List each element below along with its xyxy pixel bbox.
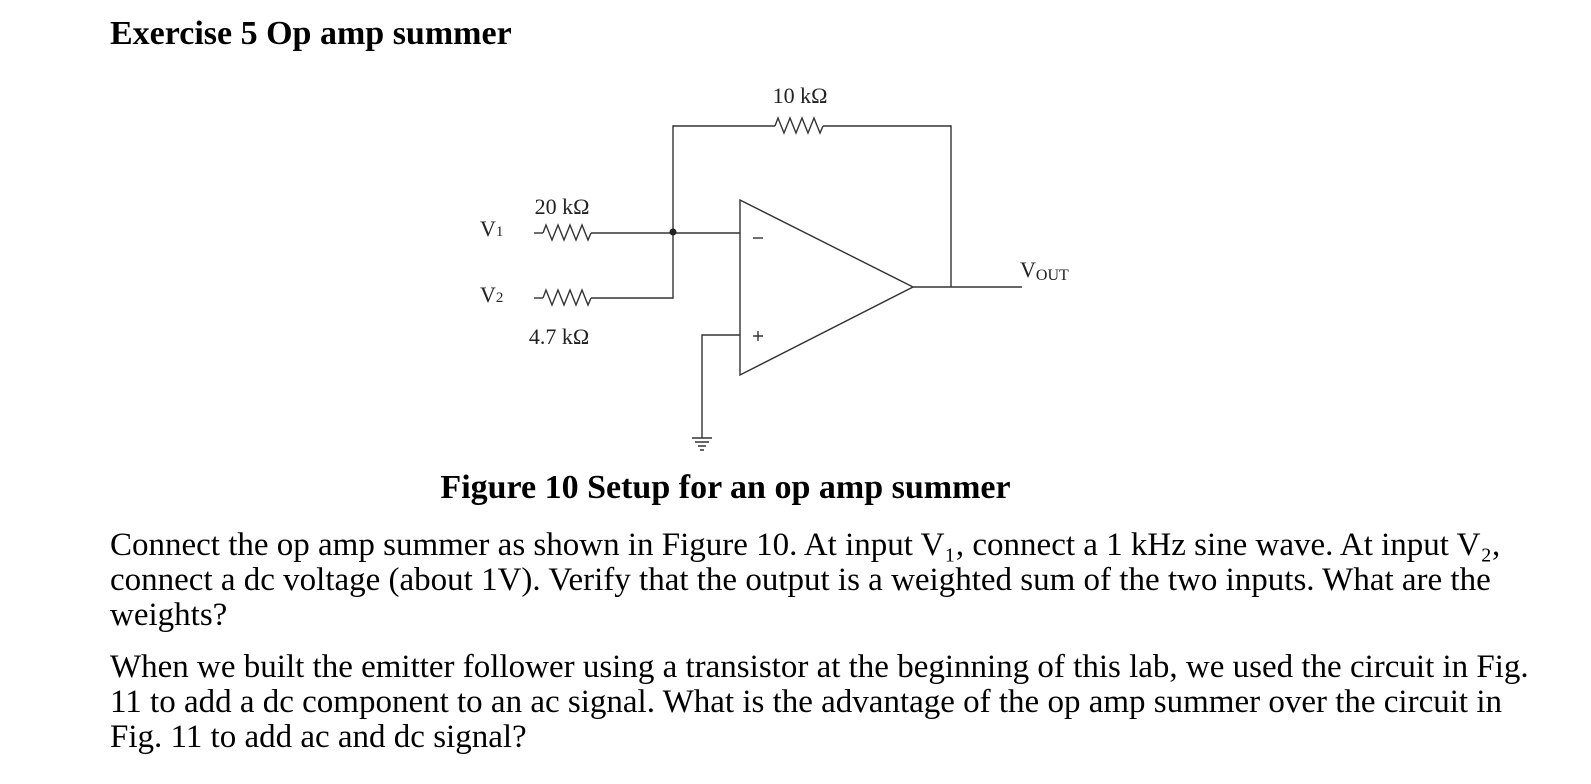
op-amp-summer-schematic: 10 kΩ 20 kΩ 4.7 kΩ V1 V2 VOUT: [480, 83, 1069, 451]
input2-resistor-symbol: [542, 288, 592, 307]
noninverting-input-mark: [753, 331, 763, 341]
input2-wire: [591, 232, 674, 299]
summing-junction-node: [669, 228, 677, 236]
feedback-resistor-label: 10 kΩ: [773, 83, 828, 108]
input1-resistor-label: 20 kΩ: [535, 194, 590, 219]
question-paragraph: When we built the emitter follower using…: [110, 649, 1529, 755]
feedback-resistor-symbol: [774, 116, 824, 135]
output-label: VOUT: [1020, 257, 1069, 284]
input1-resistor-symbol: [542, 223, 592, 242]
input2-resistor-label: 4.7 kΩ: [529, 324, 589, 349]
feedback-wire-right: [823, 125, 952, 287]
ground-wire: [701, 334, 740, 438]
feedback-wire-left: [672, 125, 775, 232]
input1-label: V1: [480, 216, 503, 241]
ground-symbol: [692, 437, 712, 451]
input2-label: V2: [480, 282, 503, 307]
figure-caption: Figure 10 Setup for an op amp summer: [440, 469, 1011, 506]
instruction-paragraph: Connect the op amp summer as shown in Fi…: [110, 527, 1501, 633]
exercise-heading: Exercise 5 Op amp summer: [110, 15, 512, 52]
op-amp-triangle: [739, 198, 915, 377]
